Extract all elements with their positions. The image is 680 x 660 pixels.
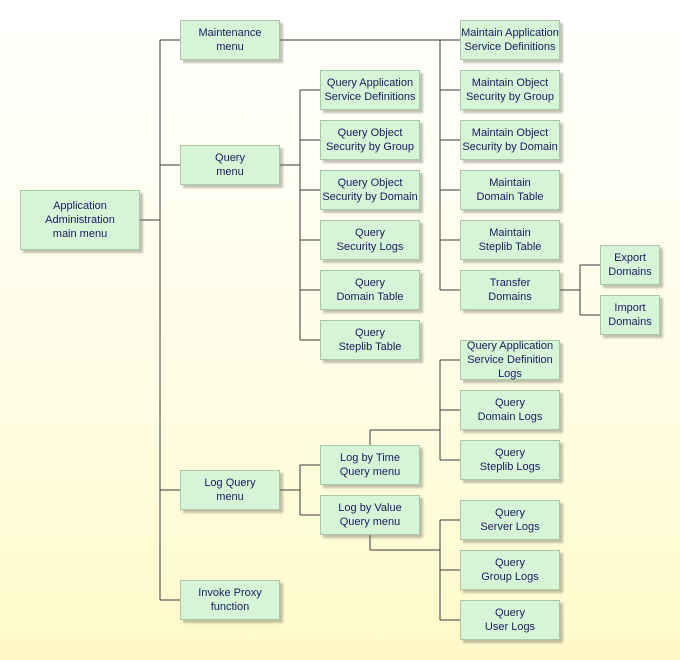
node-log-query-menu: Log Query menu [180, 470, 280, 510]
node-query-domain-logs: Query Domain Logs [460, 390, 560, 430]
node-maintain-object-security-by-domain: Maintain Object Security by Domain [460, 120, 560, 160]
node-application-administration-main-menu: Application Administration main menu [20, 190, 140, 250]
node-maintain-domain-table: Maintain Domain Table [460, 170, 560, 210]
node-query-server-logs: Query Server Logs [460, 500, 560, 540]
node-transfer-domains: Transfer Domains [460, 270, 560, 310]
node-invoke-proxy-function: Invoke Proxy function [180, 580, 280, 620]
node-import-domains: Import Domains [600, 295, 660, 335]
node-query-steplib-logs: Query Steplib Logs [460, 440, 560, 480]
node-query-application-service-definition-logs: Query Application Service Definition Log… [460, 340, 560, 380]
node-maintain-application-service-definitions: Maintain Application Service Definitions [460, 20, 560, 60]
node-log-by-value-query-menu: Log by Value Query menu [320, 495, 420, 535]
node-query-steplib-table: Query Steplib Table [320, 320, 420, 360]
node-maintain-object-security-by-group: Maintain Object Security by Group [460, 70, 560, 110]
node-maintain-steplib-table: Maintain Steplib Table [460, 220, 560, 260]
node-query-object-security-by-group: Query Object Security by Group [320, 120, 420, 160]
node-query-domain-table: Query Domain Table [320, 270, 420, 310]
node-log-by-time-query-menu: Log by Time Query menu [320, 445, 420, 485]
node-query-application-service-definitions: Query Application Service Definitions [320, 70, 420, 110]
node-export-domains: Export Domains [600, 245, 660, 285]
node-query-user-logs: Query User Logs [460, 600, 560, 640]
node-query-security-logs: Query Security Logs [320, 220, 420, 260]
node-query-menu: Query menu [180, 145, 280, 185]
node-query-object-security-by-domain: Query Object Security by Domain [320, 170, 420, 210]
node-query-group-logs: Query Group Logs [460, 550, 560, 590]
node-maintenance-menu: Maintenance menu [180, 20, 280, 60]
